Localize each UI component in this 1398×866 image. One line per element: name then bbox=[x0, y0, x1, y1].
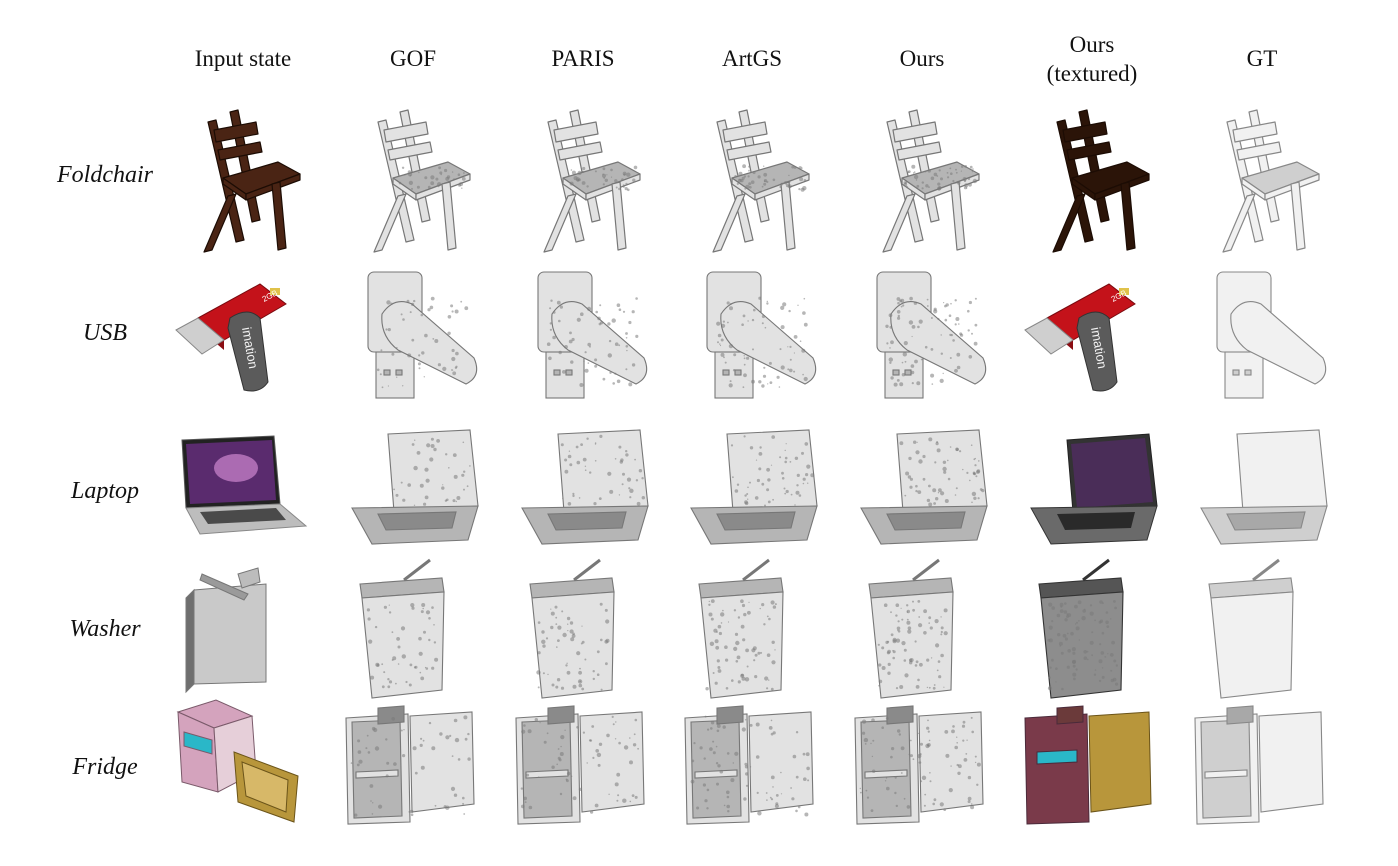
washer-mesh-image bbox=[359, 558, 445, 699]
washer-mesh-image bbox=[1038, 558, 1124, 699]
render-washer-input-state bbox=[168, 554, 318, 709]
row-label-foldchair: Foldchair bbox=[57, 162, 153, 188]
render-washer-ours-textured bbox=[1017, 554, 1167, 709]
fridge-mesh-image bbox=[1194, 705, 1324, 825]
render-chair-paris bbox=[508, 100, 658, 255]
render-washer-artgs bbox=[677, 554, 827, 709]
chair-mesh-image bbox=[882, 109, 980, 253]
chair-mesh-image bbox=[1222, 109, 1320, 253]
chair-mesh-image bbox=[543, 109, 641, 253]
usb-mesh-image bbox=[876, 271, 987, 399]
fridge-mesh-image bbox=[515, 705, 645, 825]
render-fridge-ours-textured bbox=[1017, 692, 1167, 847]
render-washer-gof bbox=[338, 554, 488, 709]
render-fridge-artgs bbox=[677, 692, 827, 847]
render-fridge-ours bbox=[847, 692, 997, 847]
chair-mesh-image bbox=[203, 109, 301, 253]
row-label-usb: USB bbox=[83, 320, 127, 346]
render-usb-paris bbox=[508, 258, 658, 413]
svg-text:imation: imation bbox=[1088, 326, 1110, 370]
render-laptop-gof bbox=[338, 416, 488, 571]
render-chair-gof bbox=[338, 100, 488, 255]
render-laptop-input-state bbox=[168, 416, 318, 571]
render-washer-paris bbox=[508, 554, 658, 709]
render-washer-gt bbox=[1187, 554, 1337, 709]
laptop-mesh-image bbox=[521, 429, 649, 545]
render-fridge-input-state bbox=[168, 692, 318, 847]
render-chair-input-state bbox=[168, 100, 318, 255]
header-ours: Ours bbox=[899, 46, 945, 71]
washer-mesh-image bbox=[868, 558, 954, 699]
row-label-fridge: Fridge bbox=[72, 754, 138, 780]
laptop-mesh-image bbox=[860, 429, 988, 545]
usb-mesh-image: 2GB imation bbox=[175, 283, 287, 392]
render-usb-input-state: 2GB imation bbox=[168, 258, 318, 413]
washer-mesh-image bbox=[698, 558, 784, 699]
laptop-mesh-image bbox=[181, 435, 308, 535]
header-ours-textured: Ours (textured) bbox=[1046, 32, 1138, 86]
render-usb-ours bbox=[847, 258, 997, 413]
chair-mesh-image bbox=[712, 109, 810, 253]
laptop-mesh-image bbox=[690, 429, 818, 545]
usb-mesh-image bbox=[1216, 271, 1327, 399]
render-fridge-gof bbox=[338, 692, 488, 847]
fridge-mesh-image bbox=[1024, 705, 1152, 825]
fridge-mesh-image bbox=[684, 705, 814, 825]
svg-text:imation: imation bbox=[239, 326, 261, 370]
render-fridge-paris bbox=[508, 692, 658, 847]
render-fridge-gt bbox=[1187, 692, 1337, 847]
render-usb-ours-textured: 2GB imation bbox=[1017, 258, 1167, 413]
laptop-mesh-image bbox=[1200, 429, 1328, 545]
render-usb-gt bbox=[1187, 258, 1337, 413]
fridge-mesh-image bbox=[854, 705, 984, 825]
render-chair-gt bbox=[1187, 100, 1337, 255]
washer-mesh-image bbox=[185, 567, 267, 694]
header-gt: GT bbox=[1246, 46, 1278, 71]
usb-mesh-image bbox=[706, 271, 817, 399]
usb-mesh-image: 2GB imation bbox=[1024, 283, 1136, 392]
washer-mesh-image bbox=[1208, 558, 1294, 699]
render-laptop-gt bbox=[1187, 416, 1337, 571]
fridge-mesh-image bbox=[176, 699, 299, 823]
header-paris: PARIS bbox=[551, 46, 615, 71]
header-input-state: Input state bbox=[194, 46, 292, 71]
row-label-laptop: Laptop bbox=[70, 478, 139, 504]
render-usb-artgs bbox=[677, 258, 827, 413]
usb-mesh-image bbox=[537, 271, 648, 399]
render-chair-ours-textured bbox=[1017, 100, 1167, 255]
render-chair-artgs bbox=[677, 100, 827, 255]
render-laptop-ours bbox=[847, 416, 997, 571]
header-gof: GOF bbox=[389, 46, 436, 71]
render-laptop-ours-textured bbox=[1017, 416, 1167, 571]
fridge-mesh-image bbox=[345, 705, 475, 825]
washer-mesh-image bbox=[529, 558, 615, 699]
render-chair-ours bbox=[847, 100, 997, 255]
render-usb-gof bbox=[338, 258, 488, 413]
render-washer-ours bbox=[847, 554, 997, 709]
render-laptop-paris bbox=[508, 416, 658, 571]
chair-mesh-image bbox=[373, 109, 471, 253]
row-label-washer: Washer bbox=[69, 616, 141, 642]
laptop-mesh-image bbox=[351, 429, 479, 545]
usb-mesh-image bbox=[367, 271, 478, 399]
header-artgs: ArtGS bbox=[721, 46, 783, 71]
chair-mesh-image bbox=[1052, 109, 1150, 253]
render-laptop-artgs bbox=[677, 416, 827, 571]
laptop-mesh-image bbox=[1030, 433, 1158, 545]
